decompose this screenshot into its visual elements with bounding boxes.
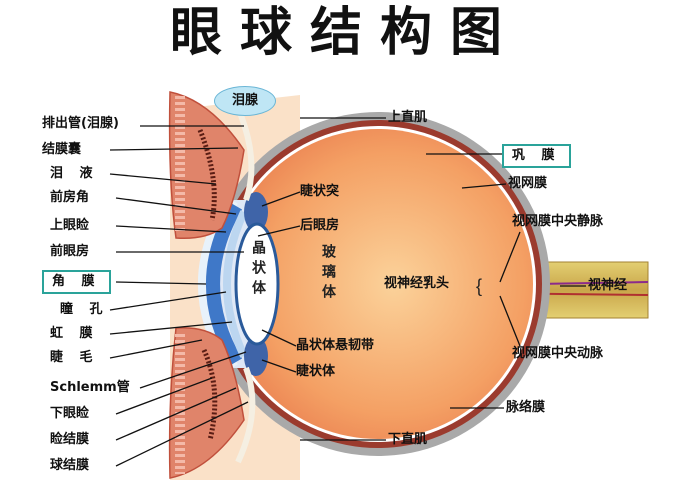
iris-shape [206, 202, 243, 366]
label-central-retinal-artery: 视网膜中央动脉 [512, 346, 604, 361]
optic-disc-bracket: { [476, 276, 482, 296]
leader-lines-left [109, 125, 249, 467]
label-optic-nerve: 视神经 [588, 278, 628, 293]
label-sclera: 巩 膜 [502, 144, 571, 168]
label-lower-eyelid: 下眼睑 [50, 406, 90, 421]
label-excretory-duct: 排出管(泪腺) [42, 116, 119, 131]
label-anterior-chamber: 前眼房 [50, 244, 90, 259]
label-pupil: 瞳 孔 [60, 302, 109, 317]
label-anterior-chamber-angle: 前房角 [50, 190, 90, 205]
label-superior-rectus: 上直肌 [388, 110, 428, 125]
label-iris: 虹 膜 [50, 326, 99, 341]
label-retina: 视网膜 [508, 176, 548, 191]
label-schlemm-canal: Schlemm管 [50, 380, 130, 395]
lens-shape [234, 222, 280, 346]
label-posterior-chamber: 后眼房 [300, 218, 340, 233]
label-upper-eyelid: 上眼睑 [50, 218, 90, 233]
vitreous-body [223, 129, 533, 439]
label-choroid: 脉络膜 [506, 400, 546, 415]
label-ciliary-body: 睫状体 [296, 364, 336, 379]
conjunctiva-upper [235, 106, 255, 201]
leader-lines-right [257, 117, 586, 441]
ciliary-upper [244, 192, 268, 232]
ciliary-lower [244, 336, 268, 376]
diagram-title: 眼球结构图 [169, 3, 520, 63]
label-palpebral-conjunctiva: 睑结膜 [50, 432, 90, 447]
label-zonule: 晶状体悬韧带 [296, 338, 375, 353]
lower-eyelid-ridge [201, 348, 218, 441]
label-vitreous: 玻璃体 [320, 244, 336, 304]
anterior-chamber-shape [223, 210, 248, 358]
label-inferior-rectus: 下直肌 [388, 432, 428, 447]
label-conjunctival-sac: 结膜囊 [42, 142, 82, 157]
label-cornea: 角 膜 [42, 270, 111, 294]
label-eyelash: 睫 毛 [50, 350, 99, 365]
label-optic-disc: 视神经乳头 [384, 276, 450, 291]
lower-eyelid-shape [168, 327, 245, 479]
label-tear-fluid: 泪 液 [50, 166, 99, 181]
label-ciliary-process: 睫状突 [300, 184, 340, 199]
label-bulbar-conjunctiva: 球结膜 [50, 458, 90, 473]
label-central-retinal-vein: 视网膜中央静脉 [512, 214, 604, 229]
lacrimal-gland-label: 泪腺 [214, 86, 276, 116]
conjunctiva-lower [235, 366, 256, 464]
upper-eyelid-ridge [197, 129, 217, 221]
label-lens: 晶状体 [250, 240, 266, 300]
